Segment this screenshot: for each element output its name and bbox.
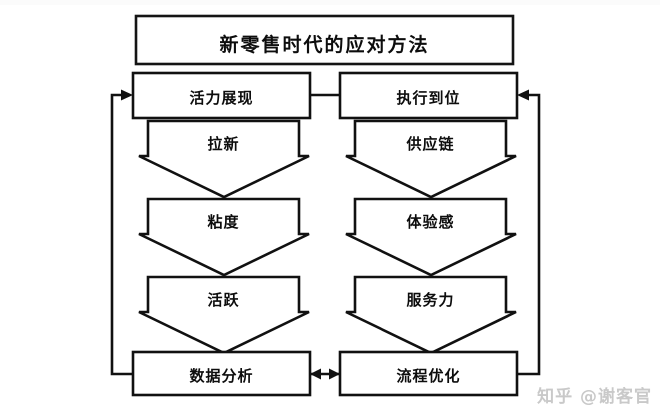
arrowhead-footer-left: [310, 368, 321, 380]
node-chevron-right-1[interactable]: [345, 119, 517, 199]
arrowhead-footer-right: [329, 368, 340, 380]
connector-left-feedback-loop: [110, 93, 133, 376]
node-chevron-left-2[interactable]: [138, 197, 310, 277]
node-chevron-left-1[interactable]: [138, 119, 310, 199]
node-chevron-right-3[interactable]: [345, 275, 517, 355]
arrowhead-right-loop: [517, 89, 529, 101]
arrowhead-left-loop: [121, 89, 133, 101]
node-box-right-header[interactable]: [338, 71, 519, 120]
title-box: [134, 14, 515, 66]
node-box-right-footer[interactable]: [338, 350, 519, 397]
node-chevron-right-2[interactable]: [345, 197, 517, 277]
node-chevron-left-3[interactable]: [138, 275, 310, 355]
node-box-left-footer[interactable]: [131, 350, 312, 397]
canvas-top-edge: [0, 0, 660, 5]
watermark-label: 知乎 @谢客官: [537, 387, 652, 407]
connector-right-feedback-loop: [517, 93, 541, 376]
node-box-left-header[interactable]: [131, 71, 312, 120]
